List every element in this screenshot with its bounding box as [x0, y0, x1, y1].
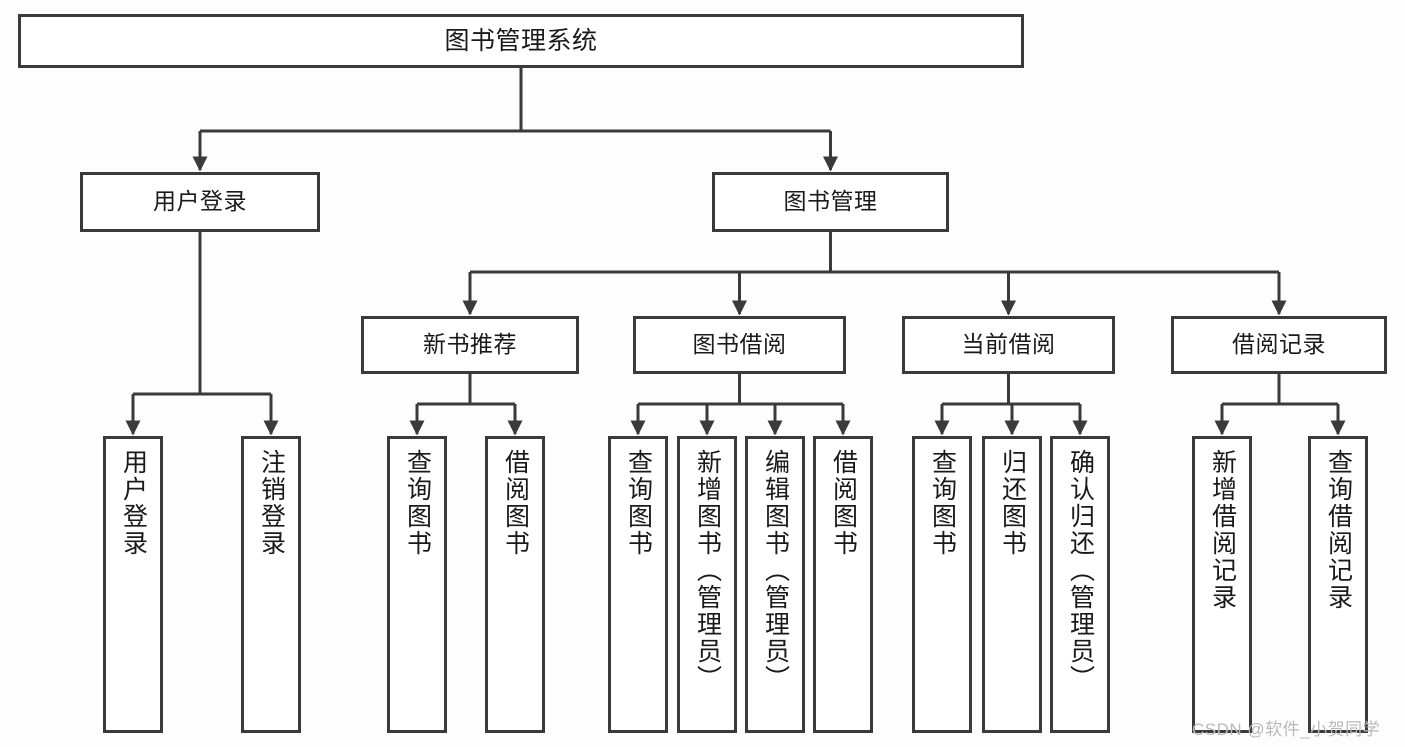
node-function-5[interactable]: 查询图书	[608, 436, 668, 733]
node-label: 查询图书	[928, 449, 957, 557]
node-label: 归还图书	[998, 449, 1027, 557]
node-category-1[interactable]: 新书推荐	[361, 316, 579, 374]
node-label: 借阅记录	[1232, 331, 1326, 358]
node-label: 借阅图书	[829, 449, 858, 557]
node-function-8[interactable]: 借阅图书	[813, 436, 873, 733]
node-function-10[interactable]: 归还图书	[982, 436, 1042, 733]
node-label: 确认归还（管理员）	[1066, 449, 1095, 692]
node-label: 查询图书	[403, 449, 432, 557]
node-module-1[interactable]: 用户登录	[80, 172, 320, 232]
node-function-3[interactable]: 查询图书	[387, 436, 447, 733]
node-label: 用户登录	[119, 449, 148, 557]
node-label: 图书管理	[783, 188, 878, 215]
node-label: 当前借阅	[961, 331, 1056, 358]
node-label: 注销登录	[257, 449, 286, 557]
node-label: 编辑图书（管理员）	[761, 449, 790, 692]
node-label: 新书推荐	[423, 331, 517, 358]
node-label: 查询图书	[624, 449, 653, 557]
node-function-12[interactable]: 新增借阅记录	[1192, 436, 1252, 733]
node-category-4[interactable]: 借阅记录	[1171, 316, 1387, 374]
node-label: 新增图书（管理员）	[693, 449, 722, 692]
node-root-system[interactable]: 图书管理系统	[18, 14, 1024, 68]
node-function-13[interactable]: 查询借阅记录	[1308, 436, 1368, 733]
node-module-2[interactable]: 图书管理	[712, 172, 949, 232]
node-function-11[interactable]: 确认归还（管理员）	[1050, 436, 1110, 733]
node-category-3[interactable]: 当前借阅	[902, 316, 1115, 374]
node-function-9[interactable]: 查询图书	[912, 436, 972, 733]
node-label: 图书借阅	[692, 331, 787, 358]
csdn-watermark: CSDN @软件_小贺同学	[1192, 720, 1381, 739]
node-function-1[interactable]: 用户登录	[103, 436, 163, 733]
node-function-6[interactable]: 新增图书（管理员）	[677, 436, 737, 733]
node-label: 新增借阅记录	[1208, 449, 1237, 611]
node-category-2[interactable]: 图书借阅	[633, 316, 846, 374]
node-function-4[interactable]: 借阅图书	[485, 436, 545, 733]
node-label: 查询借阅记录	[1324, 449, 1353, 611]
node-function-7[interactable]: 编辑图书（管理员）	[745, 436, 805, 733]
node-label: 借阅图书	[501, 449, 530, 557]
node-label: 图书管理系统	[444, 27, 598, 55]
node-function-2[interactable]: 注销登录	[241, 436, 301, 733]
node-label: 用户登录	[153, 188, 247, 215]
